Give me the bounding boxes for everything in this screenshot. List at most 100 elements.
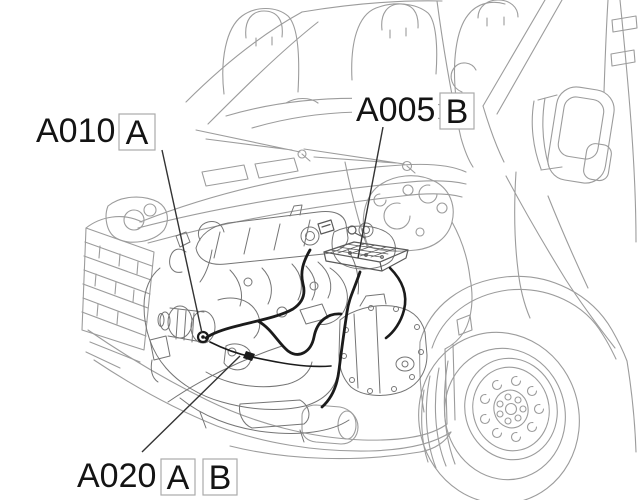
grille-ticks [94,245,139,325]
left-wiper-arm [195,129,311,162]
rim-outer [464,357,558,461]
bumper-recess-opening [337,410,357,440]
a020-variant-letter-b: B [209,459,232,497]
right-headlamp-outline [362,175,454,252]
body-right-edge [619,0,637,243]
right-headrest [477,0,519,27]
harness-clip [317,219,335,235]
callout-a005: A005 B [352,91,475,259]
intake-stub [175,231,191,248]
grille [81,227,155,351]
windshield-top-edge [301,0,443,13]
mirror-bracket [531,94,563,171]
fender-hood-seam [85,216,143,229]
left-wiper-pivot [297,149,307,159]
a020-leader-line [141,355,241,453]
a005-label-bg [352,91,438,127]
step-panel-lines [444,343,456,425]
cable-junction-to-bottom [320,270,362,409]
a020-label-bg [73,457,159,493]
bumper-corner-lines [85,341,141,369]
alternator-back [167,305,193,339]
front-bumper [85,329,452,460]
lower-hose [205,361,313,388]
bumper-recess [301,404,359,445]
middle-seat [351,3,438,81]
headlamp-ring-medium [418,184,438,204]
battery-junction-box [317,219,409,272]
engine-mount [149,335,171,383]
block-lower-left [165,367,223,403]
belt-run [217,297,261,339]
headlamp-ring-small [373,193,387,207]
front-panel-edge [344,161,368,247]
tire-inner-edge [444,347,566,481]
a010-variant-box [118,113,156,151]
arch-to-rocker [626,360,637,453]
mounting-screw-shank [354,232,366,239]
a010-code: A010 [36,112,115,150]
mirror-glass [557,96,605,160]
hub-center-hole [504,402,518,416]
exhaust-runners [305,261,332,301]
tire-outer [418,331,580,500]
right-wiper-arm [303,148,416,174]
coolant-cap-inner [362,226,370,234]
right-headlamp [362,175,454,252]
bumper-bottom-curve [229,431,452,460]
left-headlamp [105,196,168,243]
tire-tread-lines [421,360,456,469]
a020-variant-letter-a: A [167,459,190,497]
rim-face [472,366,550,452]
wheel-arch-outer [419,275,628,362]
callout-a010: A010 A [32,112,203,334]
left-a-pillar [185,11,303,103]
intake-hose [169,248,187,273]
left-headrest [245,10,283,47]
right-wiper-pivot [401,160,413,172]
oil-pan [239,399,310,429]
valve-cover-ribs [213,219,311,259]
cover-bracket [289,204,303,217]
left-headlamp-outline [105,196,168,243]
a010-variant-letter: A [126,114,149,152]
mirror-convex-section [583,143,612,182]
alternator-terminal-dot [201,335,205,339]
left-headlamp-dot [143,203,157,217]
support-beam [167,345,283,403]
valve-cover [195,211,349,265]
starter-motor [223,343,252,371]
block-left-edge [143,267,167,369]
front-corner-edge [444,221,473,350]
alternator-ribs [175,309,195,343]
mounting-screw [347,225,357,235]
left-headlamp-ring [123,209,145,231]
far-a-pillar [482,0,563,115]
hub-disc [493,389,529,429]
starter-terminal-stud [243,351,255,361]
dipstick [199,249,213,283]
wheel-arch-inner [431,288,617,360]
block-bottom [221,401,306,410]
headlamp-dot-1 [436,202,448,214]
middle-headrest [381,3,419,39]
oil-filler-cap-inner [305,231,315,241]
left-seat [222,7,300,95]
junction-box-terminals [348,251,384,259]
cable-loop [256,312,343,356]
door-front-edge [514,171,531,319]
hood-edge [139,163,467,223]
arch-bracket [456,314,473,336]
hood-vent-right [254,157,299,179]
a020-variant-box-a [160,458,196,496]
gearbox-top-bracket [359,293,387,307]
right-seat [454,1,506,99]
side-mirror [531,86,615,184]
far-a-pillar-bottom [482,105,505,163]
a005-code: A005 [356,91,435,129]
grille-slats [81,241,153,337]
junction-box-sides [323,249,409,272]
alternator [157,305,216,344]
a005-variant-box [439,92,475,130]
